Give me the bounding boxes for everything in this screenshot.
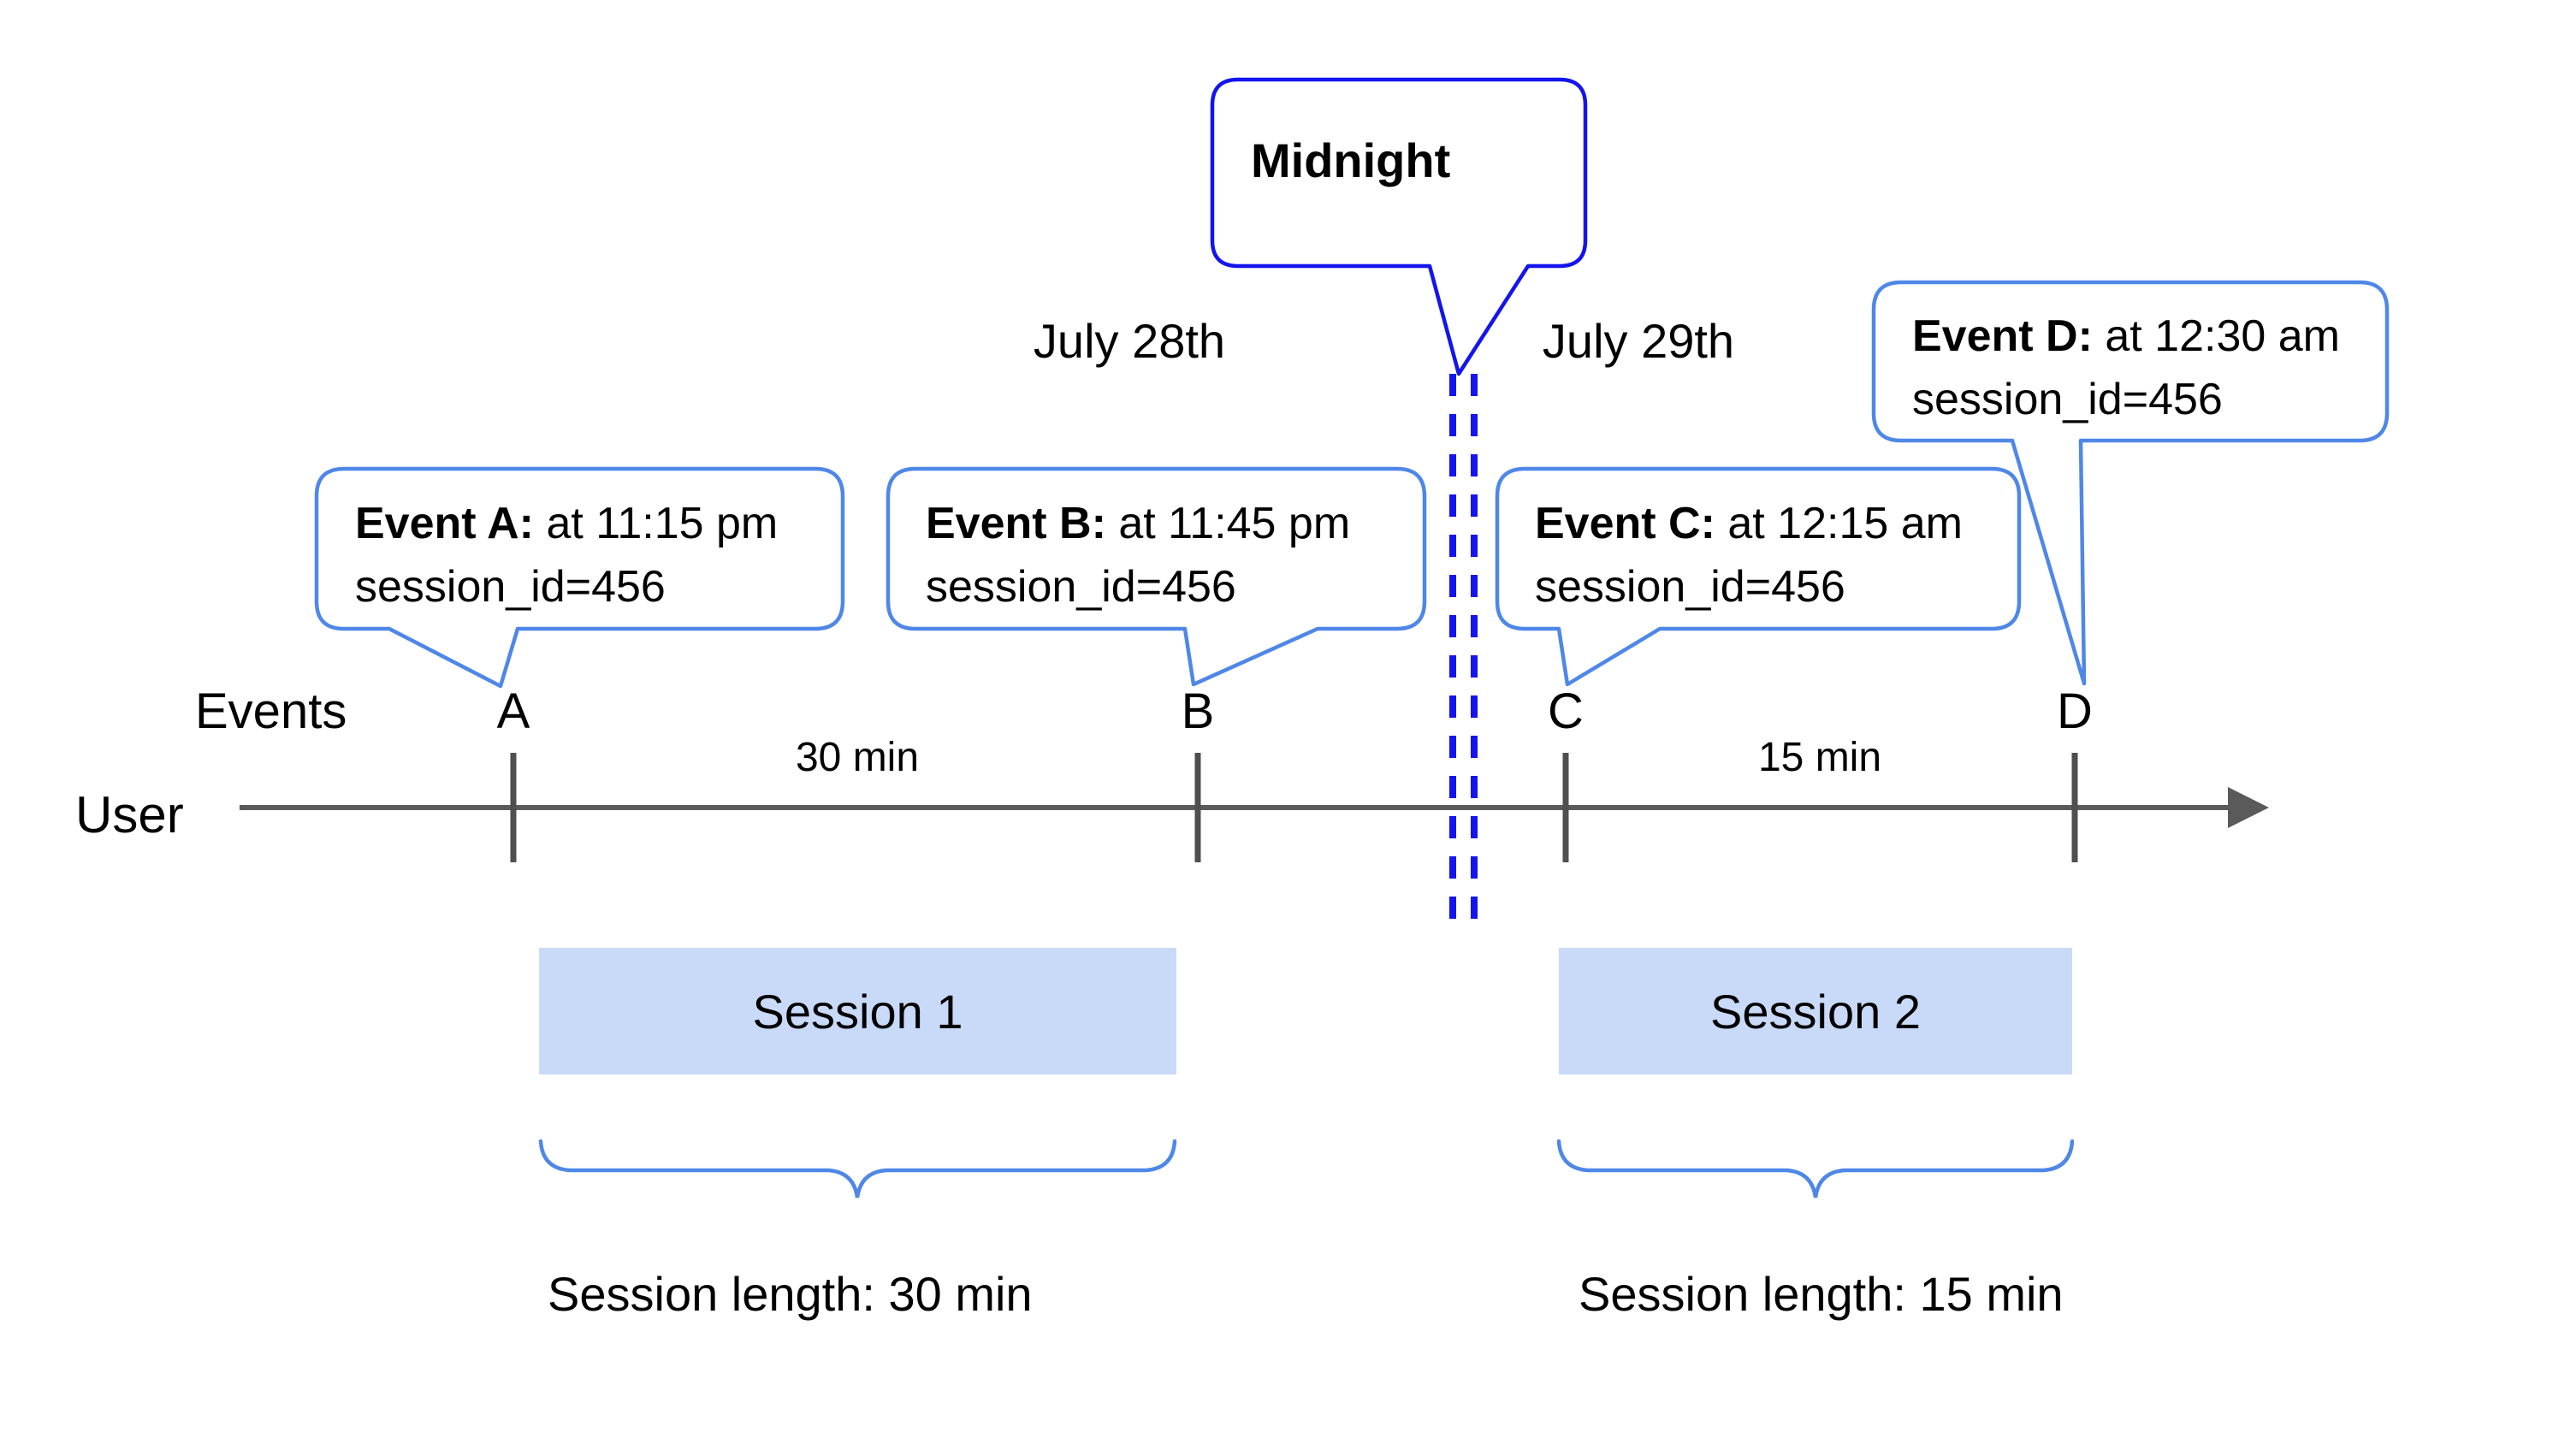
tick-label-a: A — [496, 684, 530, 739]
session-1-brace — [538, 1139, 1177, 1199]
session-2-brace — [1556, 1139, 2075, 1199]
midnight-callout-bubble — [1210, 77, 1588, 376]
event-c-line1: Event C: at 12:15 am — [1535, 499, 1963, 548]
event-d-callout-bubble — [1871, 280, 2390, 686]
event-c-line2: session_id=456 — [1535, 562, 1845, 612]
event-c-callout-bubble — [1495, 466, 2022, 687]
session-2-bar: Session 2 — [1559, 948, 2072, 1074]
event-c-callout-text: Event C: at 12:15 am session_id=456 — [1535, 492, 1963, 619]
tick-label-c: C — [1548, 684, 1584, 739]
user-axis-label: User — [75, 786, 184, 843]
event-d-line2: session_id=456 — [1912, 375, 2223, 424]
event-d-line1: Event D: at 12:30 am — [1912, 311, 2340, 361]
tick-label-b: B — [1181, 684, 1215, 739]
event-b-callout-text: Event B: at 11:45 pm session_id=456 — [926, 492, 1350, 619]
event-a-callout-bubble — [314, 466, 845, 689]
gap-label-15-min: 15 min — [1757, 735, 1882, 780]
tick-label-d: D — [2057, 684, 2093, 739]
events-axis-label: Events — [195, 684, 347, 739]
session-1-length-label: Session length: 30 min — [548, 1267, 1033, 1321]
event-a-callout-text: Event A: at 11:15 pm session_id=456 — [355, 492, 778, 619]
date-label-july-28: July 28th — [1033, 314, 1226, 368]
event-b-line2: session_id=456 — [926, 562, 1236, 612]
session-2-label: Session 2 — [1710, 984, 1921, 1039]
session-1-bar: Session 1 — [539, 948, 1176, 1074]
event-a-line1: Event A: at 11:15 pm — [355, 499, 779, 548]
event-d-callout-text: Event D: at 12:30 am session_id=456 — [1912, 305, 2340, 431]
date-label-july-29: July 29th — [1542, 314, 1735, 368]
session-2-length-label: Session length: 15 min — [1579, 1267, 2064, 1321]
event-b-callout-bubble — [886, 466, 1427, 687]
event-a-line2: session_id=456 — [355, 562, 666, 612]
gap-label-30-min: 30 min — [795, 735, 920, 780]
session-1-label: Session 1 — [752, 984, 963, 1039]
midnight-label: Midnight — [1251, 133, 1451, 187]
event-b-line1: Event B: at 11:45 pm — [926, 499, 1351, 548]
timeline-arrowhead-icon — [2228, 787, 2269, 828]
